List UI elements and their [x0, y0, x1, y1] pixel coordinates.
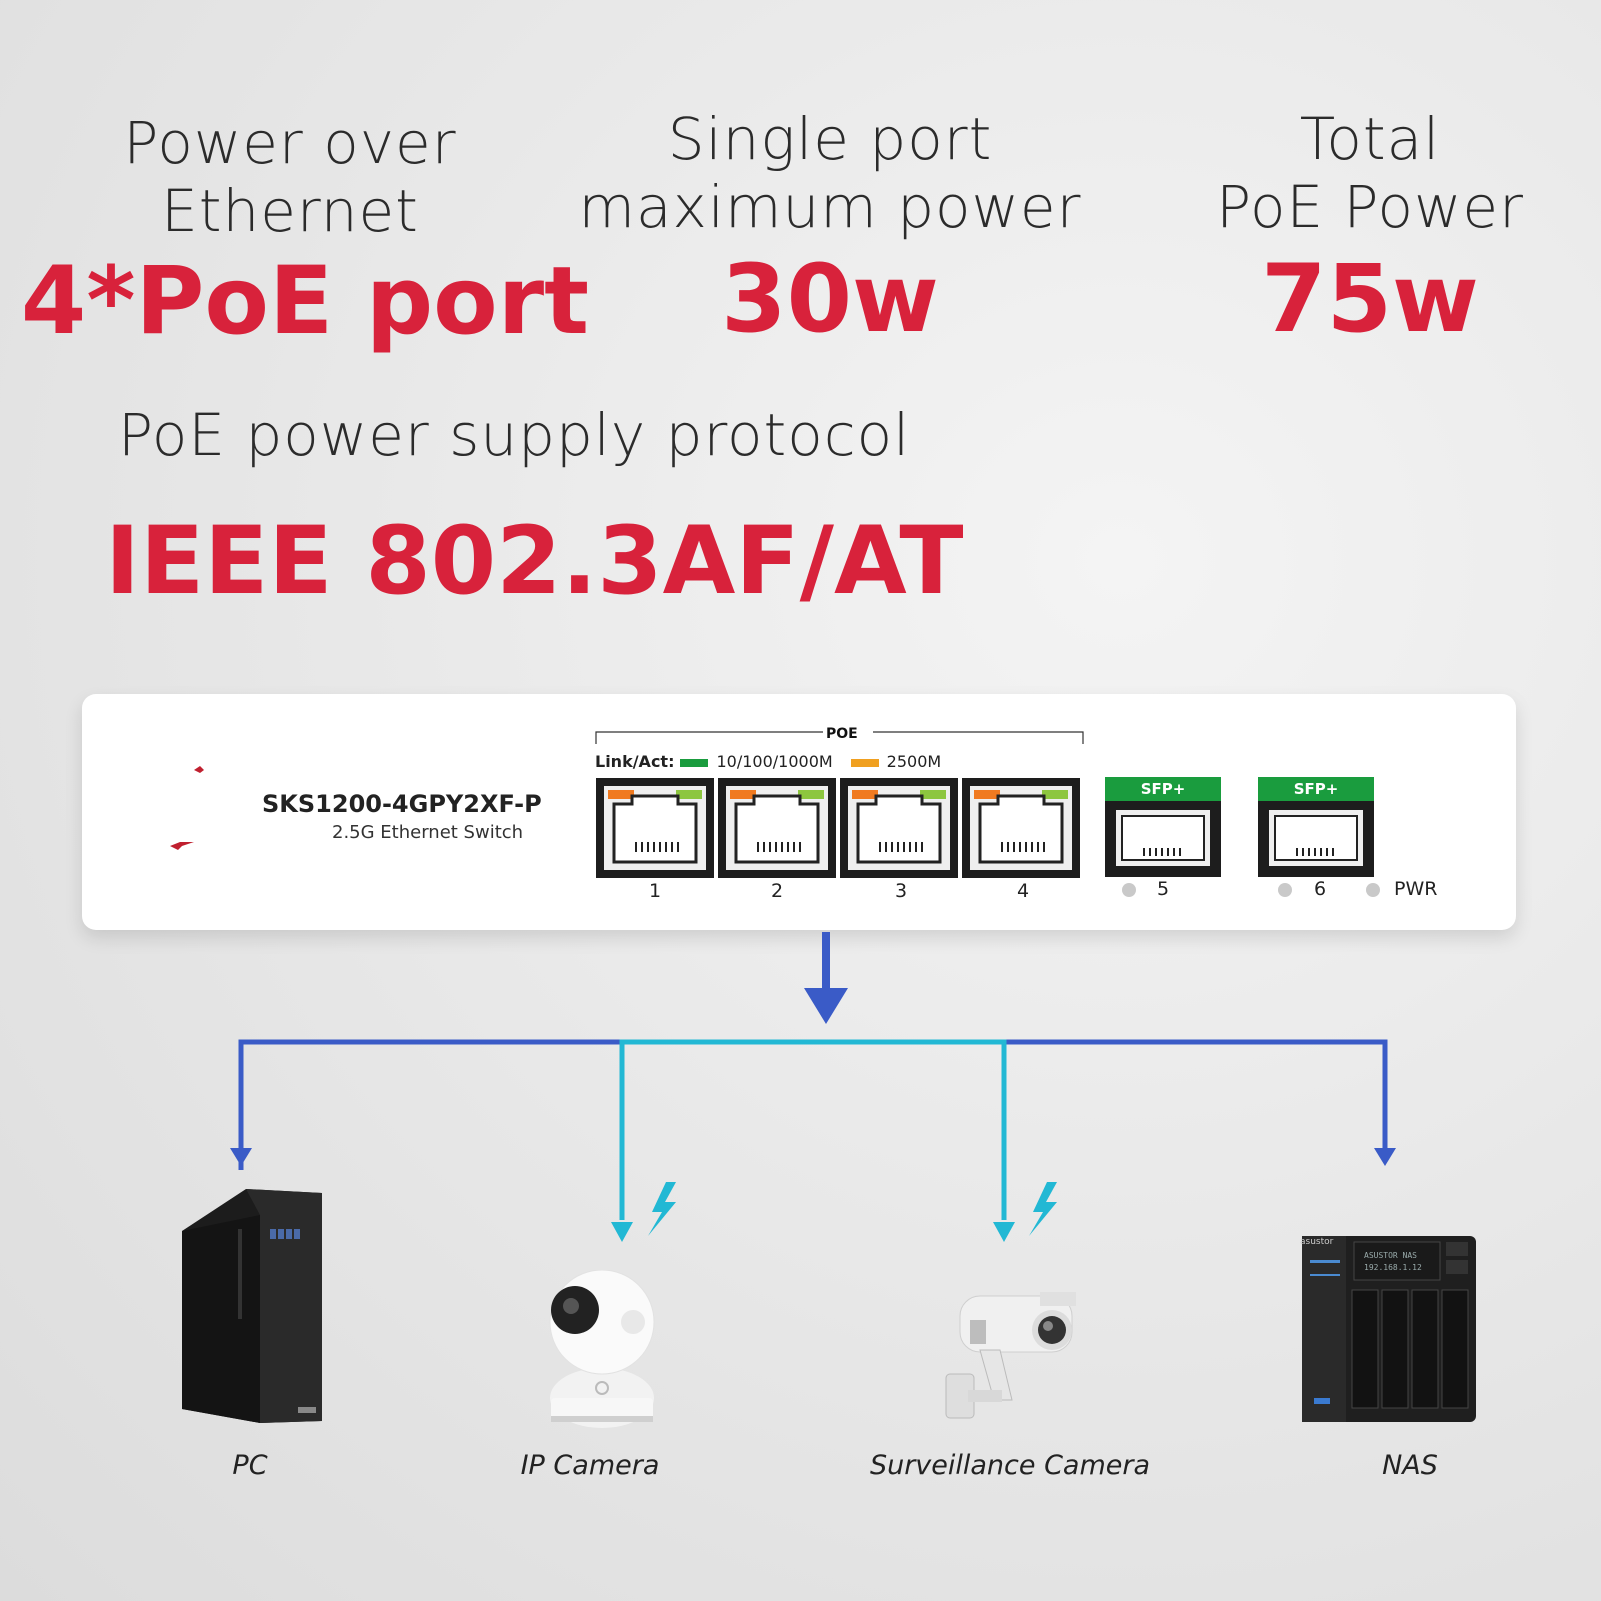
port-number-4: 4 [1016, 880, 1030, 902]
connection-diagram [230, 932, 1396, 1242]
protocol-value: IEEE 802.3AF/AT [105, 507, 964, 616]
legend-speed2: 2500M [886, 752, 942, 771]
sfp-label-6: SFP+ [1258, 777, 1374, 801]
poe-port-count: 4*PoE port [20, 247, 590, 356]
legend-orange-swatch [850, 758, 879, 767]
svg-text:ASUSTOR NAS: ASUSTOR NAS [1364, 1251, 1417, 1260]
rj45-port-3[interactable] [840, 778, 958, 878]
poe-group-bracket [595, 731, 1084, 744]
main-down-arrow [804, 988, 848, 1024]
header-col2-line1: Single port [667, 105, 993, 173]
protocol-label: PoE power supply protocol [118, 401, 911, 469]
rj45-port-1[interactable] [596, 778, 714, 878]
switch-subtitle: 2.5G Ethernet Switch [332, 822, 524, 843]
label-surveillance-camera: Surveillance Camera [869, 1450, 1151, 1481]
sfp-5-led [1122, 883, 1136, 897]
label-ip-camera: IP Camera [520, 1450, 660, 1481]
port-number-3: 3 [894, 880, 908, 902]
sfp-port-6[interactable]: SFP+ [1258, 777, 1374, 877]
header-col1-line2: Ethernet [161, 177, 419, 245]
surveillance-bolt-icon [1029, 1182, 1057, 1236]
brand-logo-mark [170, 766, 204, 850]
pwr-label: PWR [1394, 878, 1438, 900]
sfp-6-led [1278, 883, 1292, 897]
sfp-label-5: SFP+ [1105, 777, 1221, 801]
switch-model: SKS1200-4GPY2XF-P [262, 790, 542, 818]
port-number-5: 5 [1156, 878, 1170, 900]
nas-brand: asustor [1300, 1237, 1334, 1247]
port-number-2: 2 [770, 880, 784, 902]
legend-green-swatch [680, 758, 709, 767]
label-nas: NAS [1382, 1450, 1438, 1481]
legend-label: Link/Act: [595, 752, 675, 771]
pc-arrow [230, 1148, 252, 1166]
rj45-port-2[interactable] [718, 778, 836, 878]
header-col3-line1: Total [1299, 105, 1441, 173]
single-port-power: 30w [721, 245, 939, 354]
header-col2-line2: maximum power [578, 173, 1082, 241]
nas-arrow [1374, 1148, 1396, 1166]
svg-text:192.168.1.12: 192.168.1.12 [1364, 1263, 1422, 1272]
ip-camera-arrow [611, 1222, 633, 1242]
surveillance-camera-icon [945, 1292, 1076, 1419]
header-col1-line1: Power over [123, 109, 457, 177]
poe-group-label: POE [826, 726, 858, 742]
nas-icon: ASUSTOR NAS 192.168.1.12 [1302, 1236, 1476, 1422]
total-poe-power: 75w [1261, 245, 1479, 354]
pwr-led [1366, 883, 1380, 897]
port-number-6: 6 [1313, 878, 1327, 900]
header-col3-line2: PoE Power [1216, 173, 1524, 241]
label-pc: PC [232, 1450, 268, 1481]
surveillance-arrow [993, 1222, 1015, 1242]
led-legend: Link/Act: 10/100/1000M 2500M [595, 752, 941, 771]
ip-camera-icon [549, 1270, 655, 1428]
port-number-1: 1 [648, 880, 662, 902]
sfp-port-5[interactable]: SFP+ [1105, 777, 1221, 877]
ip-camera-bolt-icon [648, 1182, 676, 1236]
legend-speed1: 10/100/1000M [716, 752, 833, 771]
rj45-port-4[interactable] [962, 778, 1080, 878]
pc-tower-icon [182, 1189, 322, 1423]
